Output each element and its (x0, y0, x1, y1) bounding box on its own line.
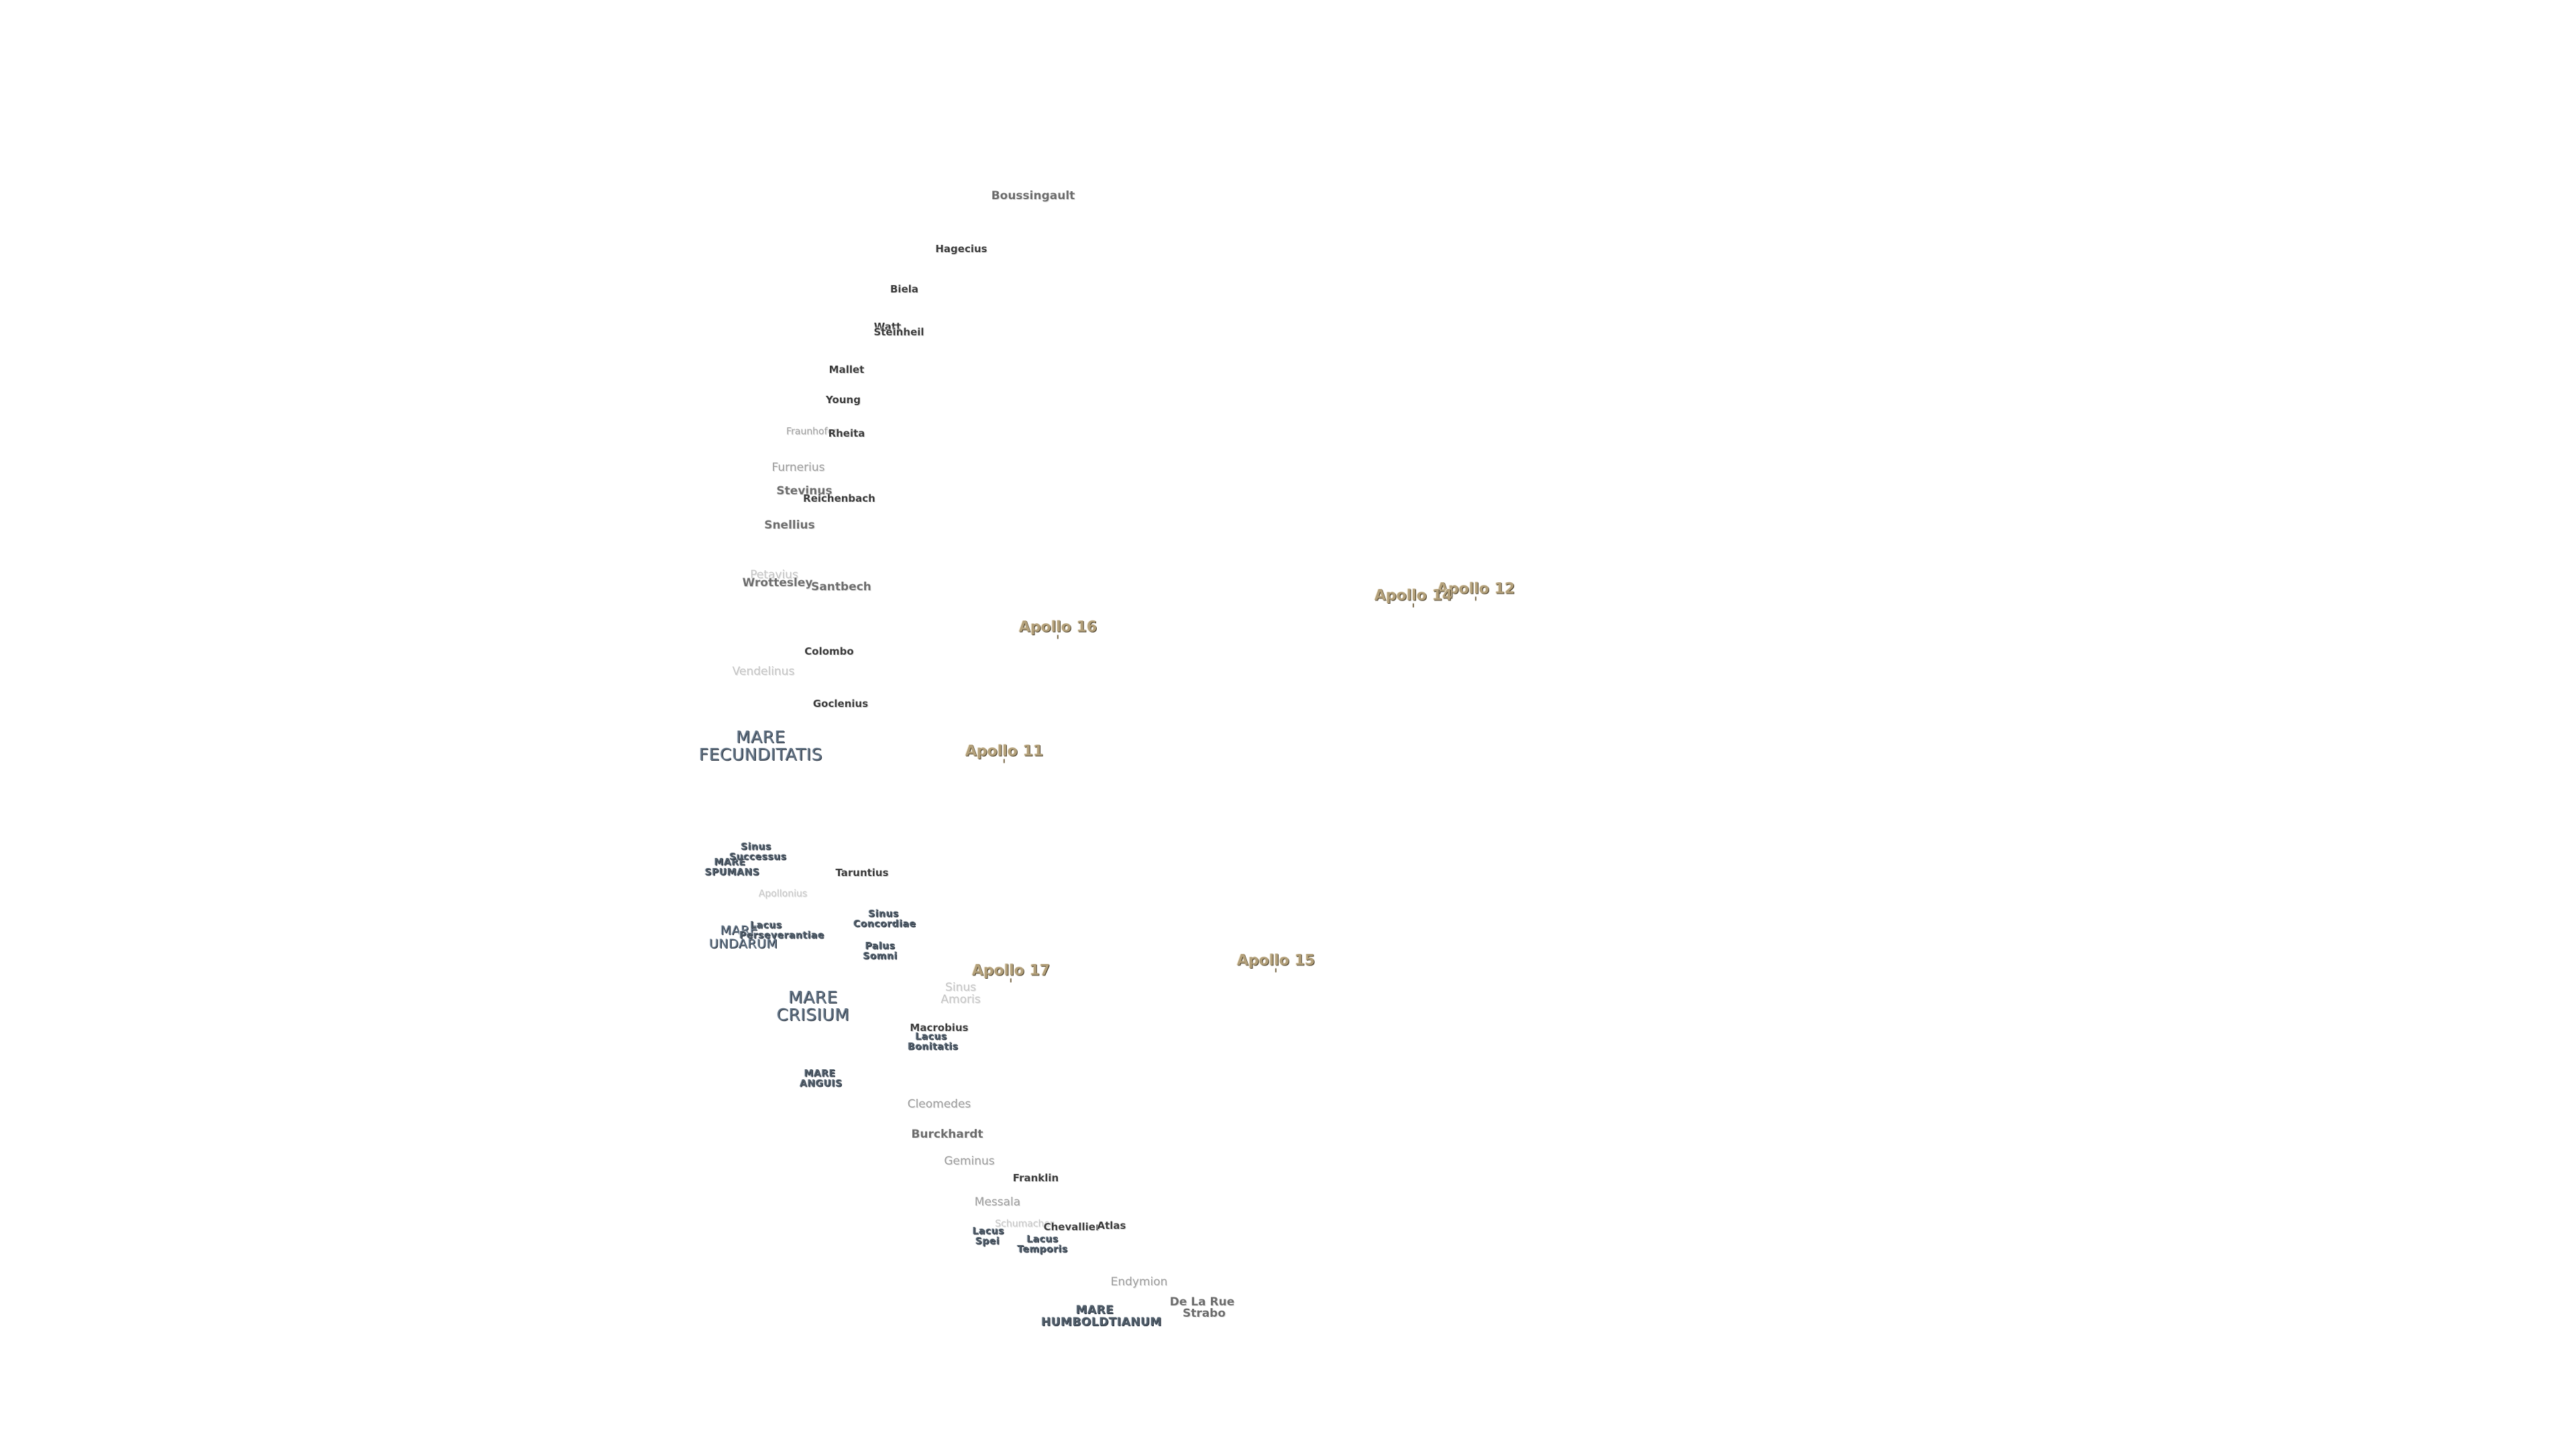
crater-petavius[interactable]: Petavius (750, 568, 798, 582)
crater-hagecius[interactable]: Hagecius (935, 243, 987, 256)
sinus-concordiae-label[interactable]: Sinus Concordiae (853, 908, 916, 929)
apollo-11-text: Apollo 11 (965, 743, 1044, 760)
crater-burckhardt[interactable]: Burckhardt (911, 1128, 983, 1142)
crater-fraunhofer[interactable]: Fraunhofer (786, 426, 837, 437)
crater-furnerius[interactable]: Furnerius (771, 461, 825, 475)
sinus-amoris-label[interactable]: Sinus Amoris (941, 981, 981, 1006)
apollo-11-marker (1003, 759, 1005, 763)
crater-atlas[interactable]: Atlas (1097, 1220, 1126, 1232)
apollo-14-label[interactable]: Apollo 14 (1374, 587, 1453, 608)
crater-vendelinus[interactable]: Vendelinus (732, 665, 795, 679)
crater-colombo[interactable]: Colombo (804, 645, 854, 658)
apollo-15-marker (1275, 968, 1277, 973)
lacus-temporis-label[interactable]: Lacus Temporis (1017, 1234, 1068, 1254)
crater-rheita[interactable]: Rheita (828, 427, 865, 440)
crater-steinheil[interactable]: Steinheil (873, 326, 924, 339)
apollo-14-text: Apollo 14 (1374, 587, 1453, 604)
mare-fecunditatis-label[interactable]: MARE FECUNDITATIS (698, 727, 823, 764)
crater-stevinus[interactable]: Stevinus (776, 484, 833, 498)
crater-wrottesley[interactable]: Wrottesley (742, 576, 813, 590)
apollo-15-text: Apollo 15 (1236, 952, 1316, 969)
crater-chevallier[interactable]: Chevallier (1043, 1221, 1101, 1234)
mare-spumans-label[interactable]: MARE SPUMANS (704, 857, 760, 877)
crater-apollonius[interactable]: Apollonius (758, 888, 808, 900)
crater-young[interactable]: Young (826, 394, 861, 407)
apollo-17-label[interactable]: Apollo 17 (971, 962, 1051, 983)
crater-taruntius[interactable]: Taruntius (835, 867, 889, 879)
crater-strabo[interactable]: Strabo (1182, 1307, 1226, 1321)
crater-goclenius[interactable]: Goclenius (812, 698, 869, 710)
crater-santbech[interactable]: Santbech (811, 580, 871, 594)
apollo-16-text: Apollo 16 (1018, 619, 1097, 636)
crater-mallet[interactable]: Mallet (828, 364, 865, 376)
apollo-12-label[interactable]: Apollo 12 (1436, 580, 1515, 601)
crater-macrobius[interactable]: Macrobius (910, 1022, 969, 1034)
mare-undarum-label[interactable]: MARE UNDARUM (709, 923, 778, 951)
apollo-17-marker (1010, 978, 1012, 983)
lacus-spei-label[interactable]: Lacus Spei (972, 1226, 1004, 1246)
apollo-17-text: Apollo 17 (971, 962, 1051, 979)
lacus-perseverantiae-label[interactable]: Lacus Perseverantiae (739, 920, 824, 941)
lacus-bonitatis-label[interactable]: Lacus Bonitatis (908, 1031, 959, 1052)
palus-somni-label[interactable]: Palus Somni (863, 941, 898, 961)
crater-schumacher[interactable]: Schumacher (995, 1218, 1054, 1230)
mare-anguis-label[interactable]: MARE ANGUIS (800, 1068, 843, 1089)
apollo-14-marker (1412, 603, 1414, 608)
crater-boussingault[interactable]: Boussingault (991, 189, 1075, 203)
crater-de-la-rue[interactable]: De La Rue (1169, 1295, 1235, 1309)
crater-biela[interactable]: Biela (890, 283, 919, 296)
crater-franklin[interactable]: Franklin (1012, 1172, 1059, 1185)
crater-snellius[interactable]: Snellius (764, 519, 815, 533)
crater-endymion[interactable]: Endymion (1110, 1275, 1168, 1289)
apollo-12-marker (1474, 596, 1477, 601)
mare-humboldtianum-label[interactable]: MARE HUMBOLDTIANUM (1041, 1303, 1162, 1329)
crater-messala[interactable]: Messala (974, 1195, 1021, 1210)
apollo-12-text: Apollo 12 (1436, 580, 1515, 598)
apollo-16-marker (1057, 635, 1059, 639)
mare-crisium-label[interactable]: MARE CRISIUM (776, 987, 850, 1024)
sinus-successus-label[interactable]: Sinus Successus (729, 841, 787, 862)
crater-watt[interactable]: Watt (873, 321, 902, 333)
crater-geminus[interactable]: Geminus (944, 1155, 995, 1169)
crater-cleomedes[interactable]: Cleomedes (907, 1097, 971, 1112)
apollo-11-label[interactable]: Apollo 11 (965, 743, 1044, 763)
crater-reichenbach[interactable]: Reichenbach (803, 492, 875, 505)
apollo-16-label[interactable]: Apollo 16 (1018, 619, 1097, 639)
apollo-15-label[interactable]: Apollo 15 (1236, 952, 1316, 973)
